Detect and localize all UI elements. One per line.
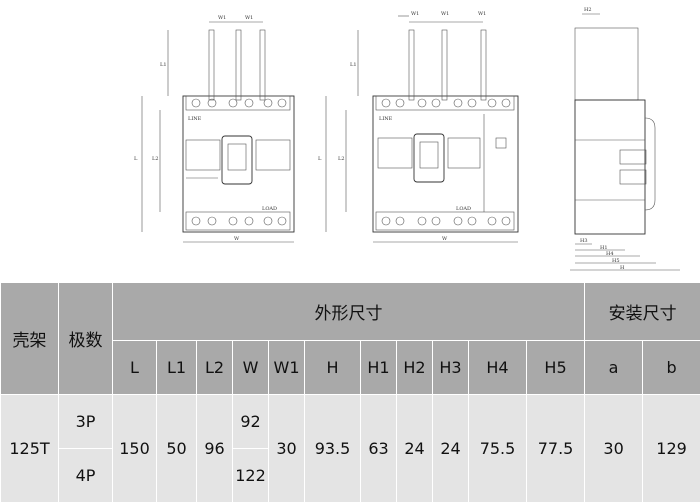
col-H3: H3 [432, 340, 469, 395]
dim-l-3p: L [134, 156, 138, 162]
cell-H: 93.5 [304, 394, 361, 503]
dim-w1-3p-b: W1 [245, 15, 253, 21]
header-frame: 壳架 [0, 282, 59, 395]
dim-w1-3p-a: W1 [218, 15, 226, 21]
cell-W1: 30 [268, 394, 305, 503]
dimension-drawing: LINE LOAD W1 W1 L1 L L2 W [134, 7, 680, 271]
cell-H2: 24 [396, 394, 433, 503]
cell-W-3p: 92 [232, 394, 269, 449]
spec-table: 壳架 极数 外形尺寸 安装尺寸 L L1 L2 W W1 H H1 H2 H3 … [0, 282, 700, 503]
cell-poles-4p: 4P [58, 448, 113, 503]
dim-l1-3p: L1 [160, 62, 167, 68]
dim-l2-3p: L2 [152, 156, 159, 162]
dim-h4: H4 [606, 251, 614, 257]
header-outline-dims: 外形尺寸 [111, 282, 586, 341]
side-view: H2 H3 H1 H4 H5 H [570, 7, 680, 271]
dim-h: H [620, 265, 625, 271]
cell-a: 30 [584, 394, 644, 503]
col-b: b [642, 340, 700, 395]
dim-w1-4p-a: W1 [411, 11, 419, 17]
cell-L: 150 [112, 394, 157, 503]
cell-H4: 75.5 [468, 394, 527, 503]
header-poles: 极数 [58, 282, 113, 395]
col-H4: H4 [468, 340, 527, 395]
col-H2: H2 [396, 340, 433, 395]
col-W: W [232, 340, 269, 395]
front-view-3p: LINE LOAD W1 W1 L1 L L2 W [134, 15, 295, 243]
header-install-dims: 安装尺寸 [584, 282, 700, 341]
dim-l1-4p: L1 [350, 62, 357, 68]
dim-w-3p: W [234, 236, 240, 242]
dim-h2: H2 [584, 7, 592, 13]
col-L: L [112, 340, 157, 395]
col-L2: L2 [196, 340, 233, 395]
col-W1: W1 [268, 340, 305, 395]
dim-w-4p: W [442, 236, 448, 242]
col-H: H [304, 340, 361, 395]
dim-l-4p: L [318, 156, 322, 162]
cell-poles-3p: 3P [58, 394, 113, 449]
front-view-4p: LINE LOAD W1 W1 W1 L1 L L2 W [318, 11, 519, 243]
cell-H1: 63 [360, 394, 397, 503]
cell-W-4p: 122 [232, 448, 269, 503]
dim-l2-4p: L2 [338, 156, 345, 162]
col-H5: H5 [525, 340, 586, 395]
line-label-3p: LINE [188, 116, 202, 122]
load-label-4p: LOAD [456, 206, 471, 212]
dim-h1: H1 [600, 245, 608, 251]
dim-w1-4p-c: W1 [478, 11, 486, 17]
line-label-4p: LINE [379, 116, 393, 122]
col-L1: L1 [156, 340, 197, 395]
cell-L2: 96 [196, 394, 233, 503]
col-H1: H1 [360, 340, 397, 395]
dim-h5: H5 [612, 258, 620, 264]
cell-L1: 50 [156, 394, 197, 503]
dim-h3: H3 [580, 238, 588, 244]
cell-frame: 125T [0, 394, 59, 503]
cell-H3: 24 [432, 394, 469, 503]
dim-w1-4p-b: W1 [441, 11, 449, 17]
load-label-3p: LOAD [262, 206, 277, 212]
cell-b: 129 [642, 394, 700, 503]
col-a: a [584, 340, 644, 395]
cell-H5: 77.5 [525, 394, 586, 503]
